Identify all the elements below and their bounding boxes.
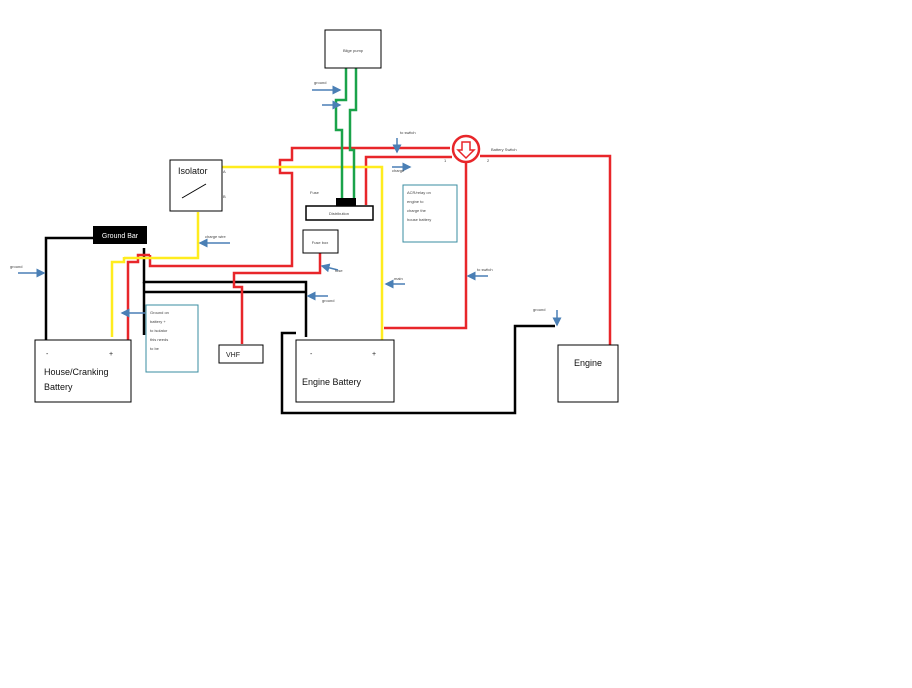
battery-switch: Battery Switch 1 2 (444, 134, 517, 164)
note-box-acr: ACR/relay on engine to charge the house … (402, 184, 458, 243)
yellow-wire-isolator-engine (222, 165, 384, 340)
charge-wires (110, 165, 384, 340)
engine-label: Engine (574, 358, 602, 368)
ground-wire-house-battery (44, 236, 96, 340)
label-a-eng: ground (533, 307, 545, 312)
label-a-mid: ground (322, 298, 334, 303)
distribution-block: Distribution (305, 198, 374, 221)
note1-line-3: to isolator (150, 328, 168, 333)
label-fuse: Fuse (310, 190, 320, 195)
ground-bar: Ground Bar (93, 226, 147, 244)
label-a-center: charge (392, 168, 405, 173)
red-wire-house (126, 253, 150, 340)
house-battery-plus: + (109, 351, 113, 358)
red-wire-switch-down (384, 162, 468, 330)
house-battery-label-1: House/Cranking (44, 367, 109, 377)
note1-line-4: this needs (150, 337, 168, 342)
note2-line-4: house battery (407, 217, 431, 222)
vhf-box: VHF (218, 344, 264, 364)
label-a-red: to switch (477, 267, 493, 272)
yellow-wire-isolator-b (124, 212, 200, 260)
top-component-box: Bilge pump (324, 29, 382, 69)
note2-line-3: charge the (407, 208, 427, 213)
green-wire-1 (334, 68, 348, 200)
note1-line-2: battery + (150, 319, 166, 324)
note1-line-5: to be (150, 346, 160, 351)
note1-line-1: Ground on (150, 310, 169, 315)
isolator-switch-symbol (181, 183, 207, 199)
engine: Engine (557, 344, 619, 403)
green-wire-2 (348, 68, 358, 200)
note2-line-1: ACR/relay on (407, 190, 431, 195)
house-battery-minus: - (46, 351, 49, 358)
red-wire-bar-right (148, 146, 450, 268)
fuse-box: Fuse box (302, 229, 339, 254)
red-wire-to-dist (364, 155, 452, 205)
isolator-terminal-a: A (223, 169, 226, 174)
engine-battery-minus: - (310, 351, 313, 358)
label-a-top: ground (314, 80, 326, 85)
ground-wires (44, 236, 555, 415)
ground-bar-label: Ground Bar (102, 233, 139, 240)
annotation-arrows (18, 85, 562, 327)
red-wire-switch-engine (480, 154, 612, 345)
battery-switch-label: Battery Switch (491, 147, 517, 152)
label-a-isolator: charge wire (205, 234, 226, 239)
battery-switch-icon (456, 141, 476, 160)
house-battery: - + House/Cranking Battery (34, 339, 132, 403)
pump-wires (334, 68, 358, 200)
isolator-label: Isolator (178, 166, 208, 176)
positive-wires (126, 146, 612, 345)
label-a-switch: to switch (400, 130, 416, 135)
isolator-terminal-b: B (223, 194, 226, 199)
isolator: Isolator A B (169, 159, 226, 212)
engine-battery-plus: + (372, 351, 376, 358)
yellow-wire-isolator-house (110, 257, 126, 337)
label-a-fuse-small: fuse (335, 268, 343, 273)
label-a-cable: main (394, 276, 403, 281)
ground-wire-engine-loop (280, 324, 555, 415)
red-wire-fuse (232, 253, 322, 344)
engine-battery-label: Engine Battery (302, 377, 362, 387)
engine-battery: - + Engine Battery (295, 339, 395, 403)
annotation-labels: ground to switch charge charge wire grou… (10, 80, 545, 312)
switch-terminal-2: 2 (487, 158, 490, 163)
note2-line-2: engine to (407, 199, 424, 204)
label-a-left: ground (10, 264, 22, 269)
note-box-ground: Ground on battery + to isolator this nee… (145, 304, 199, 373)
vhf-label: VHF (226, 352, 240, 359)
ground-wire-bar-down (142, 248, 308, 337)
distribution-label: Distribution (329, 211, 349, 216)
arrow-fuse (320, 263, 339, 273)
fuse-box-label: Fuse box (312, 240, 328, 245)
house-battery-label-2: Battery (44, 382, 73, 392)
distribution-terminal (336, 198, 356, 206)
top-box-label: Bilge pump (343, 48, 364, 53)
switch-terminal-1: 1 (444, 158, 447, 163)
